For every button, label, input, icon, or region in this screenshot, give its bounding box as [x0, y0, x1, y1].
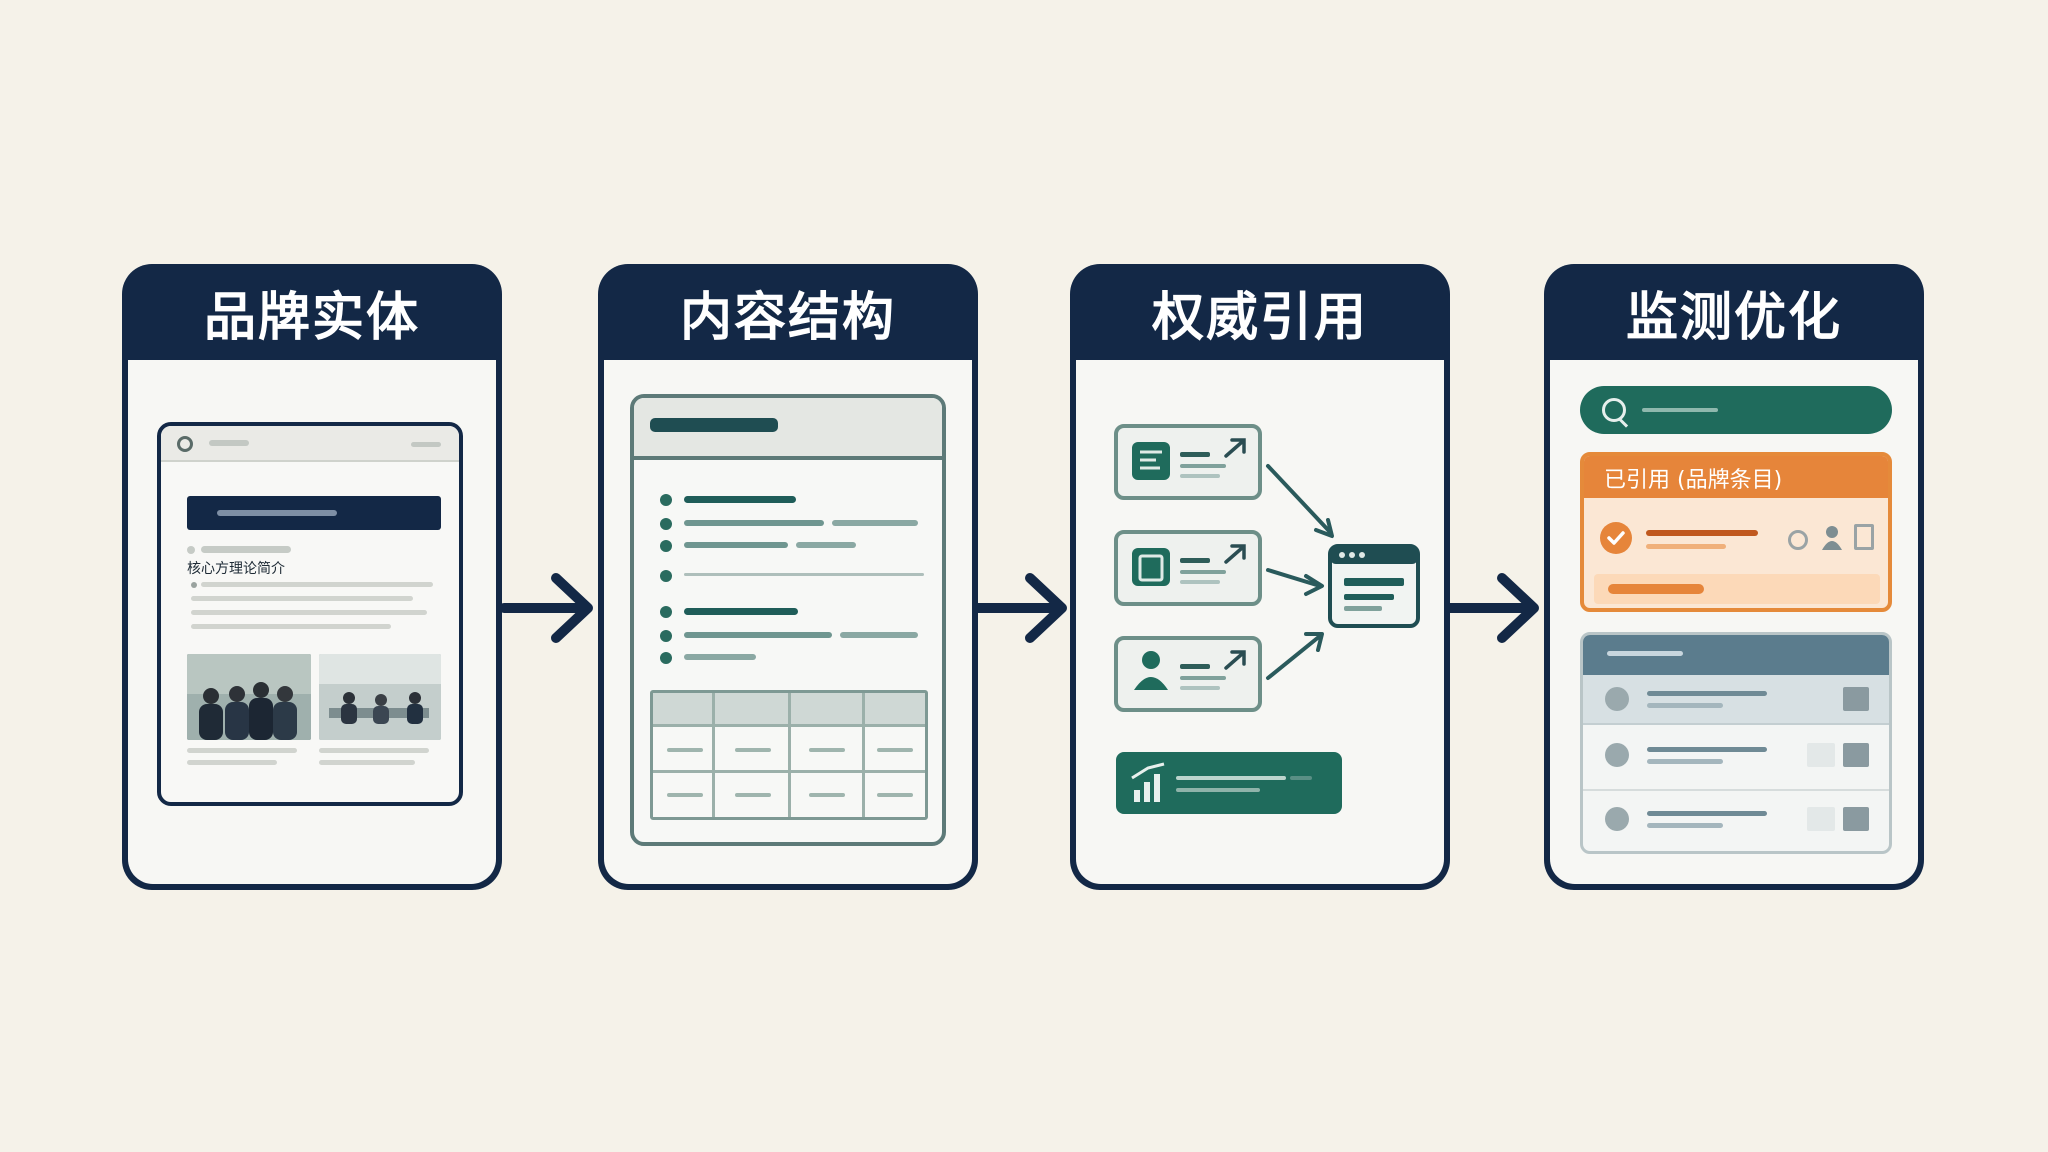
step-body [604, 360, 972, 884]
result-list [1580, 632, 1892, 854]
flow-arrow [1445, 566, 1542, 650]
cited-result-card: 已引用 (品牌条目) [1580, 452, 1892, 612]
step-title: 权威引用 [1151, 287, 1368, 348]
list-bullet-icon [660, 518, 672, 530]
check-icon [1600, 522, 1632, 554]
cited-label: 已引用 (品牌条目) [1604, 468, 1783, 493]
browser-icon [177, 436, 193, 452]
source-card-file [1114, 530, 1262, 606]
team-photo [187, 654, 311, 740]
source-card-document [1114, 424, 1262, 500]
avatar-icon [1820, 524, 1844, 552]
flow-arrow [499, 566, 596, 650]
step-body: 已引用 (品牌条目) [1550, 360, 1918, 884]
list-bullet-icon [660, 540, 672, 552]
step-title: 监测优化 [1625, 287, 1842, 348]
list-item[interactable] [1583, 675, 1889, 725]
list-item[interactable] [1583, 789, 1889, 851]
citation-graph [1114, 424, 1420, 814]
eye-icon [1788, 530, 1808, 550]
step-body: 核心方理论简介 [128, 360, 496, 884]
growth-chart-bar [1116, 752, 1342, 814]
target-page-icon [1328, 544, 1420, 628]
bar-chart-icon [1131, 762, 1165, 802]
citation-connectors [1266, 464, 1334, 680]
step-card-content-structure: 内容结构 [598, 264, 978, 890]
browser-mockup: 核心方理论简介 [157, 422, 463, 806]
list-bullet-icon [660, 652, 672, 664]
flow-arrow [973, 566, 1070, 650]
section-heading: 核心方理论简介 [187, 561, 285, 577]
list-bullet-icon [660, 630, 672, 642]
document-mockup [630, 394, 946, 846]
source-card-person [1114, 636, 1262, 712]
step-card-brand-entity: 品牌实体 核心方理论简介 [122, 264, 502, 890]
office-photo [319, 654, 441, 740]
document-icon [1854, 524, 1874, 550]
list-bullet-icon [660, 494, 672, 506]
step-title: 内容结构 [679, 287, 896, 348]
document-header-bar [650, 418, 778, 432]
list-bullet-icon [660, 606, 672, 618]
table-icon [650, 690, 928, 820]
list-bullet-icon [660, 570, 672, 582]
step-card-monitor-optimize: 监测优化 已引用 (品牌条目) [1544, 264, 1924, 890]
step-card-authority-citation: 权威引用 [1070, 264, 1450, 890]
list-item[interactable] [1583, 723, 1889, 791]
search-icon [1602, 398, 1626, 422]
step-title: 品牌实体 [203, 287, 420, 348]
search-input[interactable] [1580, 386, 1892, 434]
step-body [1076, 360, 1444, 884]
